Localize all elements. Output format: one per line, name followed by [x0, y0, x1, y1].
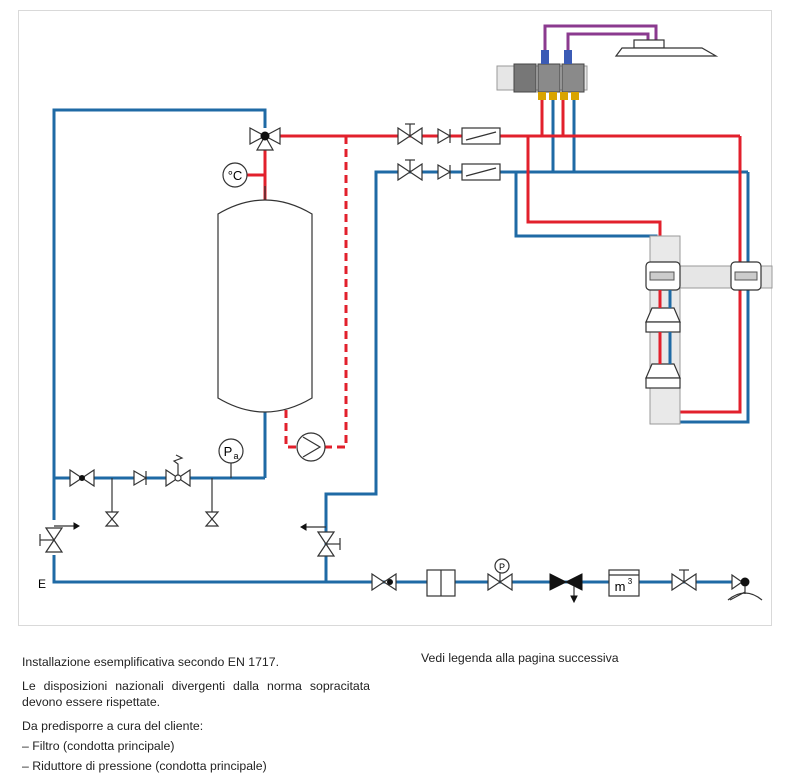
right-safety-valve [300, 523, 341, 557]
three-way-valve [249, 127, 281, 151]
main-supply-components: P m 3 [371, 558, 763, 604]
top-manifold [496, 50, 588, 100]
caption-line-customer: Da predisporre a cura del cliente: [22, 719, 204, 733]
caption-block: Installazione esemplificativa secondo EN… [22, 654, 370, 782]
meter-label: m [615, 579, 626, 594]
meter-label-sup: 3 [628, 577, 633, 586]
diagram-frame [18, 10, 772, 626]
pressure-valve-label: P [499, 562, 505, 572]
pressure-gauge-sub: a [233, 451, 238, 461]
tank-feed-valves: P a [69, 438, 244, 527]
temperature-gauge: °C [222, 162, 265, 188]
shower-head [614, 39, 719, 57]
caption-item-reducer: – Riduttore di pressione (condotta princ… [22, 759, 267, 773]
distribution-manifold [645, 235, 773, 425]
legend-note: Vedi legenda alla pagina successiva [421, 651, 619, 665]
storage-tank [217, 186, 313, 413]
caption-line-national: Le disposizioni nazionali divergenti dal… [22, 679, 370, 709]
left-safety-valve [39, 522, 80, 553]
caption-item-filter: – Filtro (condotta principale) [22, 739, 175, 753]
inlet-valves-upper [397, 123, 501, 146]
drain-label: E [38, 577, 46, 591]
circulation-pump [296, 432, 326, 462]
pressure-gauge-label: P [224, 444, 233, 459]
temp-gauge-label: °C [228, 168, 243, 183]
caption-line-standard: Installazione esemplificativa secondo EN… [22, 655, 280, 669]
inlet-valves-lower [397, 159, 501, 182]
